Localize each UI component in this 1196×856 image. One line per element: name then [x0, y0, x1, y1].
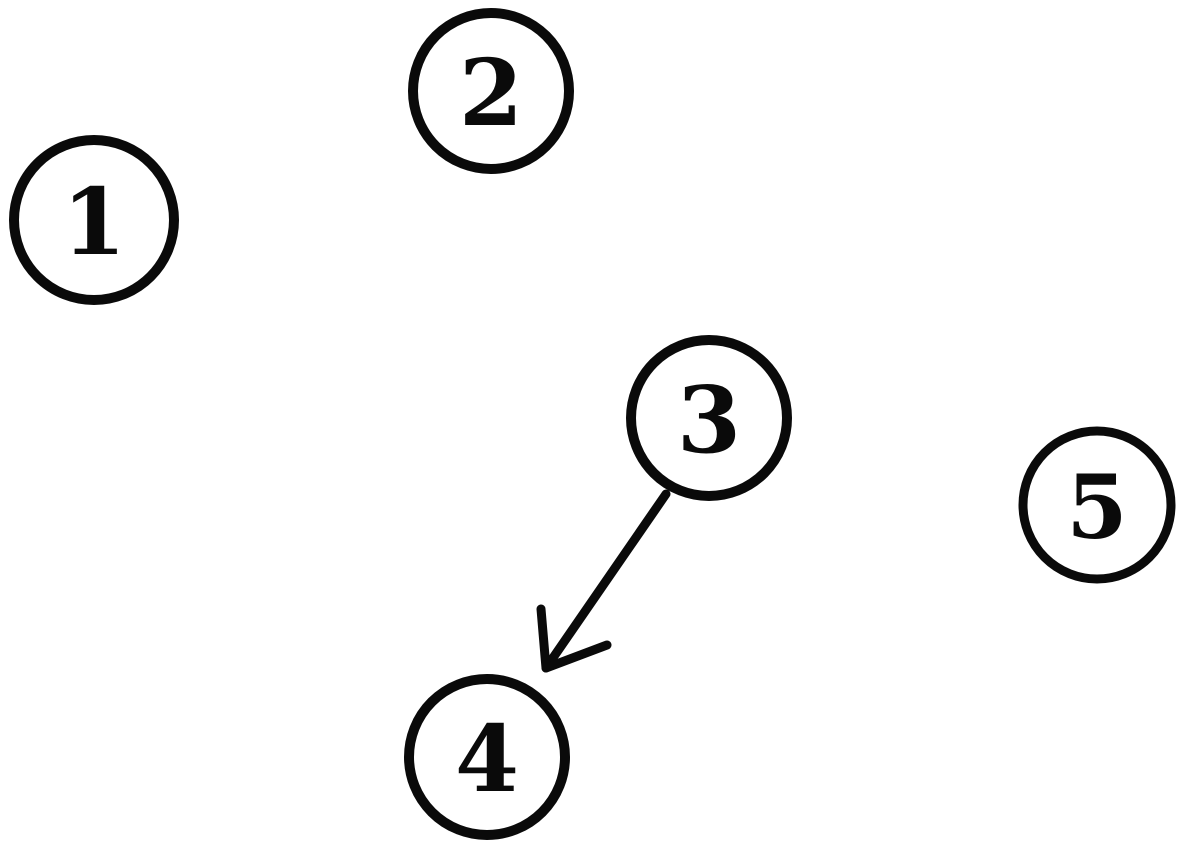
node-circle-3	[626, 335, 792, 501]
graph-node-1[interactable]: 1	[9, 135, 179, 305]
arrowhead-3-4	[536, 604, 612, 673]
node-circle-2	[408, 8, 574, 174]
graph-node-3[interactable]: 3	[626, 335, 792, 501]
node-label-5: 5	[1066, 455, 1127, 559]
graph-node-5[interactable]: 5	[1018, 426, 1176, 584]
graph-edge-3-4[interactable]	[536, 489, 671, 673]
node-label-1: 1	[62, 168, 126, 276]
node-circle-4	[404, 674, 570, 840]
node-label-2: 2	[459, 39, 523, 147]
nodes-layer: 1 2 3 4 5	[9, 8, 1176, 840]
graph-node-4[interactable]: 4	[404, 674, 570, 840]
edge-line-3-4	[541, 489, 671, 673]
node-circle-1	[9, 135, 179, 305]
node-label-4: 4	[455, 705, 519, 813]
graph-node-2[interactable]: 2	[408, 8, 574, 174]
node-label-3: 3	[677, 366, 741, 474]
edges-layer	[536, 489, 671, 673]
node-circle-5	[1018, 426, 1176, 584]
